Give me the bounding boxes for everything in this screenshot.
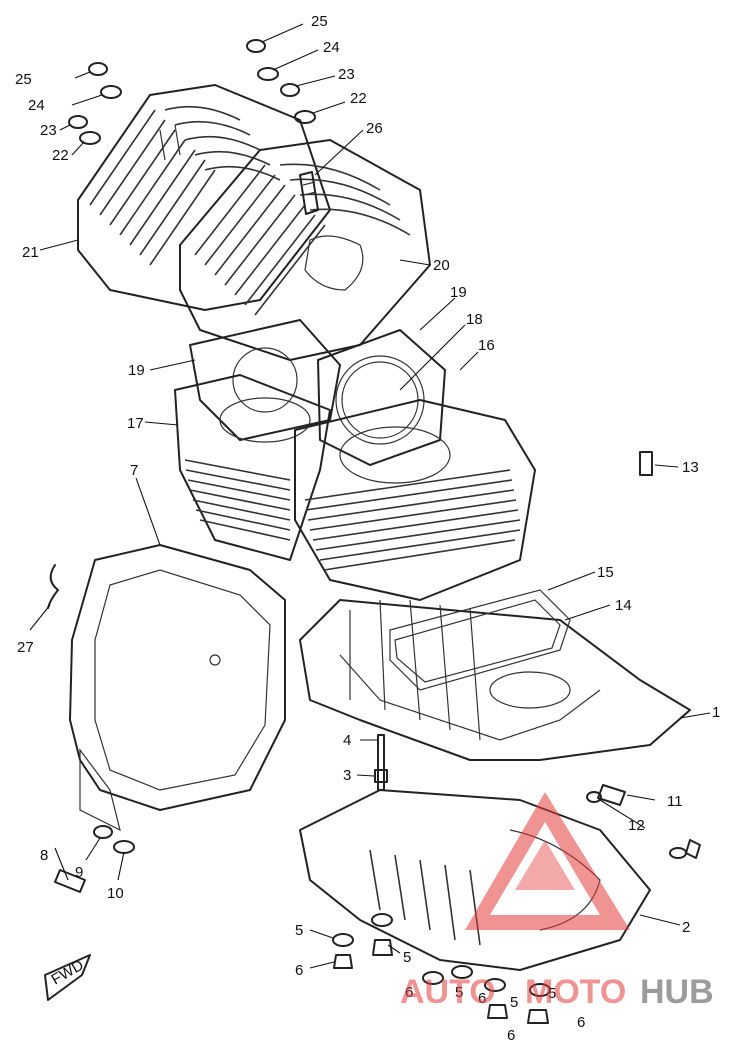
callout-10: 10 [107, 885, 124, 902]
callout-13: 13 [682, 459, 699, 476]
watermark-text-hub: HUB [640, 973, 714, 1011]
callout-20: 20 [433, 257, 450, 274]
callout-23b: 23 [40, 122, 57, 139]
callout-1: 1 [712, 704, 720, 721]
spark-plug [299, 171, 319, 215]
callout-11: 11 [667, 793, 683, 810]
sump-gaskets [389, 589, 571, 691]
side-cover [69, 544, 286, 832]
callout-4: 4 [343, 732, 351, 749]
callout-5a: 5 [295, 922, 303, 939]
cylinder-rear [174, 374, 331, 561]
callout-27: 27 [17, 639, 34, 656]
retaining-clip [47, 564, 59, 609]
callout-22b: 22 [52, 147, 69, 164]
crankcase-upper [299, 599, 691, 761]
callout-24a: 24 [323, 39, 340, 56]
callout-15: 15 [597, 564, 614, 581]
callout-24b: 24 [28, 97, 45, 114]
callout-26: 26 [366, 120, 383, 137]
watermark: AUTO MOTO HUB [400, 792, 714, 1011]
cylinder-front [294, 399, 536, 601]
callout-6d: 6 [507, 1027, 515, 1044]
callout-25b: 25 [15, 71, 32, 88]
callout-5c: 5 [455, 984, 463, 1001]
bolt-13 [639, 451, 653, 476]
head-fasteners [68, 39, 316, 161]
callout-16: 16 [478, 337, 495, 354]
callout-6c: 6 [478, 990, 486, 1007]
callout-9: 9 [75, 864, 83, 881]
callout-5e: 5 [548, 985, 556, 1002]
callout-8: 8 [40, 847, 48, 864]
head-gasket-rear [189, 319, 341, 441]
callout-23a: 23 [338, 66, 355, 83]
forward-arrow: FWD [44, 954, 91, 1001]
callout-19a: 19 [450, 284, 467, 301]
fwd-label: FWD [49, 957, 87, 989]
callout-3: 3 [343, 767, 351, 784]
watermark-triangle-icon [465, 792, 630, 930]
crankcase-studs [374, 734, 388, 791]
callout-19b: 19 [128, 362, 145, 379]
callout-17: 17 [127, 415, 144, 432]
callout-12: 12 [628, 817, 645, 834]
callout-6a: 6 [295, 962, 303, 979]
leader-lines [29, 23, 711, 969]
callout-numbers: 1 2 3 4 5 5 5 5 5 6 6 6 6 6 7 8 9 10 11 … [15, 13, 720, 1044]
callout-22a: 22 [350, 90, 367, 107]
watermark-text-moto: MOTO [525, 973, 626, 1011]
bottom-nuts-washers [332, 913, 551, 1024]
callout-5d: 5 [510, 994, 518, 1011]
callout-14: 14 [615, 597, 632, 614]
cylinder-head-rear [77, 84, 331, 311]
callout-5b: 5 [403, 949, 411, 966]
cylinder-head-front [179, 139, 431, 361]
callout-6b: 6 [405, 984, 413, 1001]
callout-6e: 6 [577, 1014, 585, 1031]
right-fasteners [586, 784, 701, 859]
callout-7: 7 [130, 462, 138, 479]
callout-18: 18 [466, 311, 483, 328]
callout-21: 21 [22, 244, 39, 261]
callout-25a: 25 [311, 13, 328, 30]
watermark-text-auto: AUTO [400, 973, 496, 1011]
callout-2: 2 [682, 919, 690, 936]
